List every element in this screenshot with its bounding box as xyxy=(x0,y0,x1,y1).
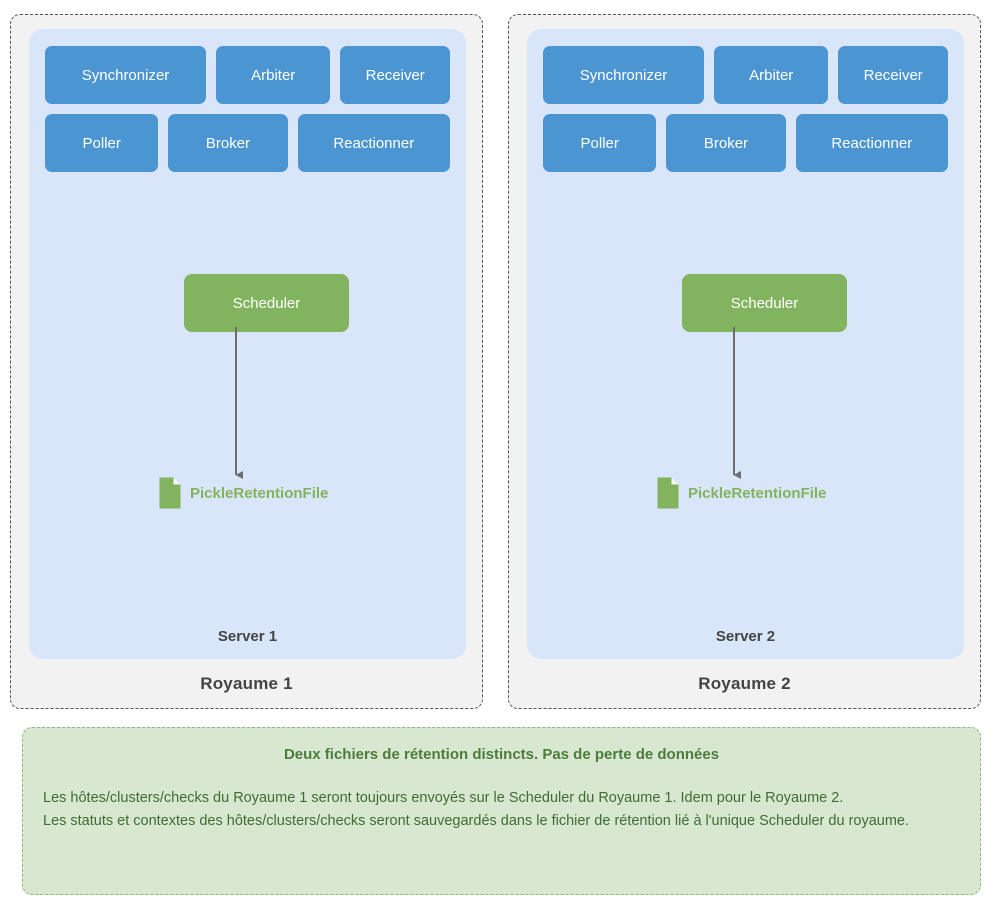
note-panel: Deux fichiers de rétention distincts. Pa… xyxy=(22,727,981,895)
daemon-synchronizer-1[interactable]: Synchronizer xyxy=(45,46,207,104)
daemon-row-bottom-1: Poller Broker Reactionner xyxy=(45,114,450,172)
daemon-grid-2: Synchronizer Arbiter Receiver Poller Bro… xyxy=(543,46,948,182)
file-icon xyxy=(159,477,181,509)
realm-royaume-1: Synchronizer Arbiter Receiver Poller Bro… xyxy=(10,14,483,709)
note-paragraph-2: Les statuts et contextes des hôtes/clust… xyxy=(43,813,910,829)
realm-royaume-2: Synchronizer Arbiter Receiver Poller Bro… xyxy=(508,14,981,709)
realm-label-2: Royaume 2 xyxy=(698,674,791,693)
daemon-grid-1: Synchronizer Arbiter Receiver Poller Bro… xyxy=(45,46,450,182)
server-panel-2: Synchronizer Arbiter Receiver Poller Bro… xyxy=(527,29,964,659)
retention-file-label-1: PickleRetentionFile xyxy=(190,484,329,502)
scheduler-to-file-arrow-2 xyxy=(733,327,741,479)
daemon-reactionner-1[interactable]: Reactionner xyxy=(297,114,450,172)
server-label-1: Server 1 xyxy=(217,628,278,645)
daemon-arbiter-2[interactable]: Arbiter xyxy=(714,46,829,104)
server-panel-1: Synchronizer Arbiter Receiver Poller Bro… xyxy=(29,29,466,659)
scheduler-to-file-arrow-1 xyxy=(235,327,243,479)
scheduler-box-1[interactable]: Scheduler xyxy=(184,274,349,332)
daemon-row-top-1: Synchronizer Arbiter Receiver xyxy=(45,46,450,104)
daemon-reactionner-2[interactable]: Reactionner xyxy=(795,114,948,172)
daemon-arbiter-1[interactable]: Arbiter xyxy=(216,46,331,104)
daemon-broker-2[interactable]: Broker xyxy=(666,114,786,172)
daemon-row-top-2: Synchronizer Arbiter Receiver xyxy=(543,46,948,104)
daemon-broker-1[interactable]: Broker xyxy=(168,114,288,172)
daemon-poller-2[interactable]: Poller xyxy=(543,114,657,172)
retention-file-row-1: PickleRetentionFile xyxy=(159,477,328,509)
daemon-receiver-1[interactable]: Receiver xyxy=(340,46,450,104)
daemon-row-bottom-2: Poller Broker Reactionner xyxy=(543,114,948,172)
scheduler-box-2[interactable]: Scheduler xyxy=(682,274,847,332)
daemon-receiver-2[interactable]: Receiver xyxy=(838,46,948,104)
note-paragraph-1: Les hôtes/clusters/checks du Royaume 1 s… xyxy=(43,790,844,806)
retention-file-label-2: PickleRetentionFile xyxy=(688,484,827,502)
daemon-synchronizer-2[interactable]: Synchronizer xyxy=(543,46,705,104)
server-label-2: Server 2 xyxy=(715,628,776,645)
daemon-poller-1[interactable]: Poller xyxy=(45,114,159,172)
note-body: Les hôtes/clusters/checks du Royaume 1 s… xyxy=(43,787,960,833)
file-icon xyxy=(657,477,679,509)
note-title: Deux fichiers de rétention distincts. Pa… xyxy=(283,746,720,763)
realm-label-1: Royaume 1 xyxy=(200,674,293,693)
retention-file-row-2: PickleRetentionFile xyxy=(657,477,826,509)
